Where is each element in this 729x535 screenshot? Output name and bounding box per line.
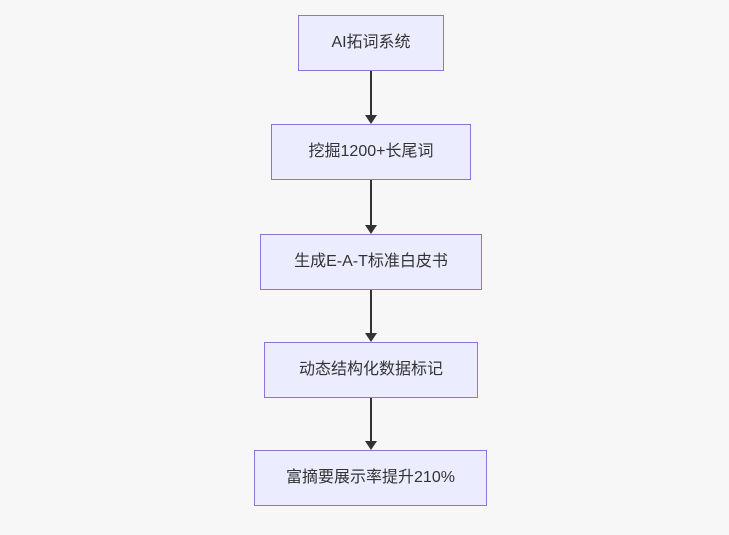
flowchart-node-structured-data: 动态结构化数据标记	[264, 342, 478, 398]
node-label: 富摘要展示率提升210%	[286, 469, 455, 487]
arrow-down-icon	[365, 225, 377, 234]
flowchart-node-longtail-mining: 挖掘1200+长尾词	[271, 124, 471, 180]
node-label: 挖掘1200+长尾词	[308, 143, 434, 161]
flowchart-node-ai-keyword-system: AI拓词系统	[298, 15, 444, 71]
arrow-down-icon	[365, 333, 377, 342]
flowchart-node-rich-snippet-result: 富摘要展示率提升210%	[254, 450, 487, 506]
arrow-line	[370, 71, 372, 116]
arrow-line	[370, 290, 372, 334]
flow-arrow-1	[365, 71, 377, 124]
flow-arrow-2	[365, 180, 377, 234]
node-label: 动态结构化数据标记	[298, 361, 443, 379]
node-label: AI拓词系统	[331, 34, 411, 52]
node-label: 生成E-A-T标准白皮书	[294, 253, 448, 271]
arrow-down-icon	[365, 441, 377, 450]
arrow-down-icon	[365, 115, 377, 124]
flow-arrow-3	[365, 290, 377, 342]
arrow-line	[370, 398, 372, 442]
flowchart-node-eat-whitepaper: 生成E-A-T标准白皮书	[260, 234, 482, 290]
flow-arrow-4	[365, 398, 377, 450]
arrow-line	[370, 180, 372, 226]
